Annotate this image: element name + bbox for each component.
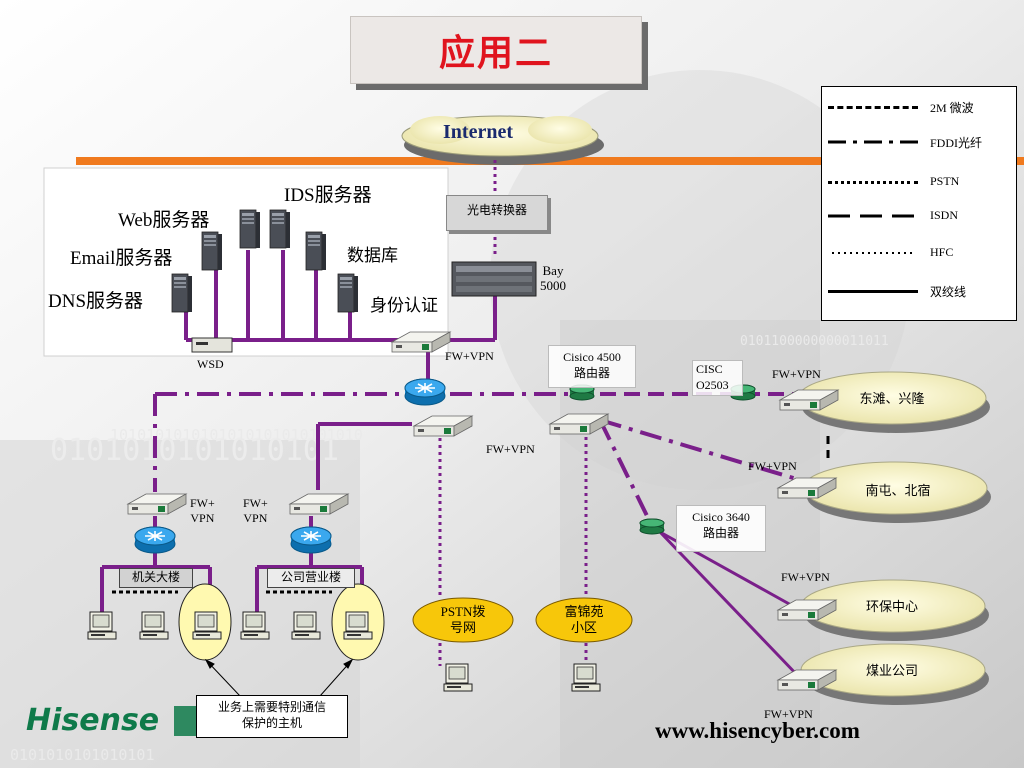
legend-label-twisted-pair: 双绞线 [930,285,967,299]
bay5000-label: Bay 5000 [540,263,566,293]
web-server-label: Web服务器 [118,210,210,231]
database-server-icon [305,231,327,271]
company-hub-icon [290,526,332,554]
pstn-line1: PSTN拨 [440,604,486,619]
website-url: www.hisencyber.com [655,718,860,743]
pc-pstn-icon [443,663,473,692]
cloud-nantun [802,461,991,523]
fw-vpn-gov-line2: VPN [190,511,215,525]
cloud-nantun-label: 南屯、北宿 [865,483,931,498]
legend-row-hfc: HFC [822,243,1016,263]
cloud-dongtan-label: 东滩、兴隆 [859,391,925,406]
pc-company-1-icon [240,611,270,640]
pc-fujinyuan-icon [571,663,601,692]
fw-vpn-meiye-label: FW+VPN [764,707,813,721]
fw-vpn-center-label: FW+VPN [486,442,535,456]
fujinyuan-label: 富锦苑 小区 [549,604,619,636]
cloud-huanbao-label: 环保中心 [865,599,918,614]
internet-cloud [401,115,604,165]
cisco2503-line2: O2503 [696,378,729,392]
note-line2: 保护的主机 [241,716,302,730]
fw-vpn-nantun-label: FW+VPN [748,459,797,473]
optical-switch-label: 光电转换器 [466,203,527,217]
cisco3640-line1: Cisico 3640 [692,510,750,524]
fujinyuan-line2: 小区 [570,620,597,635]
legend-row-microwave: 2M 微波 [822,97,1016,117]
dns-server-icon [171,273,193,313]
cisco3640-router-icon [639,518,665,535]
cisco2503-line1: CISC [696,362,723,376]
pc-gov-2-icon [139,611,169,640]
gov-hub-icon [134,526,176,554]
core-router-icon [404,378,446,406]
wsd-label: WSD [197,357,224,371]
bay5000-line1: Bay [542,263,564,278]
ids-server-label: IDS服务器 [284,185,372,206]
dns-server-label: DNS服务器 [48,291,144,312]
cisco2503-label: CISC O2503 [692,360,743,396]
page-title: 应用二 [438,33,553,74]
hisense-logo: Hisense [26,703,160,738]
pstn-line2: 号网 [449,620,476,635]
line-type-legend: 2M 微波 FDDI光纤 PSTN ISDN HFC 双绞线 [821,86,1017,321]
cisco4500-line2: 路由器 [573,366,610,380]
database-label: 数据库 [347,246,398,265]
legend-label-microwave: 2M 微波 [930,101,974,115]
email-server-icon [201,231,223,271]
fw-vpn-dongtan-label: FW+VPN [772,367,821,381]
fujinyuan-line1: 富锦苑 [564,604,604,619]
cisco3640-label: Cisico 3640 路由器 [676,505,766,552]
fw-vpn-company-label: FW+ VPN [243,496,268,526]
bay5000-line2: 5000 [540,278,566,293]
legend-label-isdn: ISDN [930,208,959,222]
legend-label-hfc: HFC [930,245,954,259]
fw-vpn-huanbao-label: FW+VPN [781,570,830,584]
cisco4500-line1: Cisico 4500 [563,350,621,364]
cloud-meiye [800,643,989,705]
ids-server-icon [269,209,291,249]
svg-text:0101010101010101: 0101010101010101 [10,746,155,764]
pc-company-2-icon [291,611,321,640]
cloud-meiye-label: 煤业公司 [865,663,918,678]
optical-switch-box: 光电转换器 [446,195,548,231]
auth-server-label: 身份认证 [370,296,438,315]
cisco4500-label: Cisico 4500 路由器 [548,345,636,388]
fw-vpn-gov-line1: FW+ [190,496,215,510]
fw-vpn-gov-label: FW+ VPN [190,496,215,526]
legend-row-fddi: FDDI光纤 [822,132,1016,152]
wsd-device-icon [191,337,233,353]
legend-label-fddi: FDDI光纤 [930,136,983,150]
legend-row-pstn: PSTN [822,172,1016,192]
cloud-dongtan [797,371,990,433]
company-building-label: 公司营业楼 [267,568,355,588]
web-server-icon [239,209,261,249]
legend-row-isdn: ISDN [822,206,1016,226]
pc-company-protected-icon [343,611,373,640]
bay5000-switch-icon [451,261,537,297]
note-line1: 业务上需要特别通信 [217,700,326,714]
fw-vpn-company-line2: VPN [243,511,268,525]
svg-text:0101010101010101: 0101010101010101 [50,433,339,468]
title-banner: 应用二 [350,16,642,84]
fw-vpn-company-line1: FW+ [243,496,268,510]
cloud-huanbao [800,579,989,641]
email-server-label: Email服务器 [70,248,173,269]
legend-label-pstn: PSTN [930,174,960,188]
protected-host-note: 业务上需要特别通信 保护的主机 [196,695,348,738]
fw-vpn-main-label: FW+VPN [445,349,494,363]
svg-text:0101100000000011011: 0101100000000011011 [740,334,889,349]
pc-gov-1-icon [87,611,117,640]
cisco3640-line2: 路由器 [702,526,739,540]
pc-gov-protected-icon [192,611,222,640]
internet-label: Internet [443,121,513,143]
auth-server-icon [337,273,359,313]
gov-building-label: 机关大楼 [119,568,193,588]
legend-row-twisted-pair: 双绞线 [822,281,1016,301]
pstn-network-label: PSTN拨 号网 [428,604,498,636]
svg-text:1010101010101010101010101010: 1010101010101010101010101010 [110,426,363,444]
